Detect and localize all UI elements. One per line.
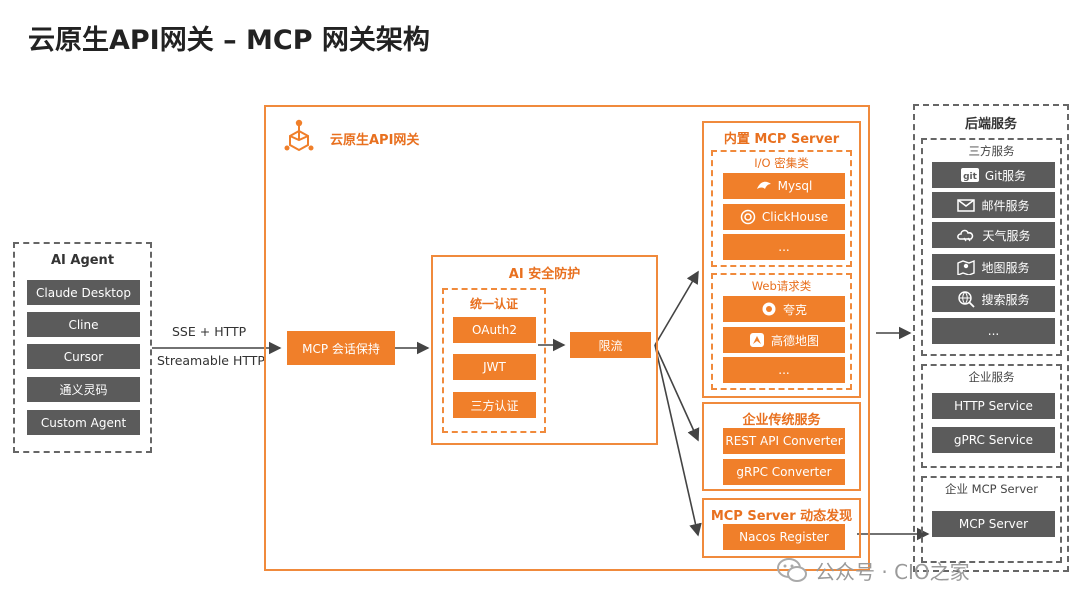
- web-item-more: ...: [723, 357, 845, 383]
- map-icon: [957, 259, 976, 275]
- backend-weather-service-label: 天气服务: [982, 228, 1031, 243]
- backend-weather-service: 天气服务: [932, 222, 1055, 248]
- enterprise-services-panel: 企业服务: [921, 364, 1062, 468]
- quark-icon: [761, 301, 777, 317]
- mysql-dolphin-icon: [756, 179, 772, 193]
- enterprise-services-title: 企业服务: [968, 370, 1015, 384]
- backend-map-service: 地图服务: [932, 254, 1055, 280]
- rest-api-converter: REST API Converter: [723, 428, 845, 454]
- backend-map-service-label: 地图服务: [981, 260, 1030, 275]
- backend-mail-service: 邮件服务: [932, 192, 1055, 218]
- unified-auth-title: 统一认证: [469, 297, 518, 311]
- cloud-native-gateway-panel: [264, 105, 870, 571]
- route-builtin-arrow: [654, 270, 699, 346]
- amap-icon: [749, 332, 765, 348]
- web-item-quark: 夸克: [723, 296, 845, 322]
- backend-http-service: HTTP Service: [932, 393, 1055, 419]
- io-item-mysql-label: Mysql: [777, 179, 813, 193]
- io-intensive-title: I/O 密集类: [754, 156, 809, 170]
- ai-agent-title: AI Agent: [50, 253, 115, 268]
- gateway-title: 云原生API网关: [330, 133, 420, 148]
- enterprise-traditional-panel: 企业传统服务: [702, 402, 861, 491]
- rate-limit: 限流: [570, 332, 651, 358]
- io-item-mysql: Mysql: [723, 173, 845, 199]
- third-party-services-title: 三方服务: [968, 144, 1015, 158]
- io-item-clickhouse: ClickHouse: [723, 204, 845, 230]
- backend-git-service: git Git服务: [932, 162, 1055, 188]
- agent-tongyi-lingma: 通义灵码: [27, 377, 140, 402]
- enterprise-mcp-server-title: 企业 MCP Server: [945, 482, 1038, 496]
- mail-icon: [957, 198, 976, 212]
- nacos-register: Nacos Register: [723, 524, 845, 550]
- backend-services-panel: 后端服务: [913, 104, 1069, 572]
- backend-third-party-more: ...: [932, 318, 1055, 344]
- auth-jwt: JWT: [453, 354, 536, 380]
- unified-auth-panel: 统一认证: [442, 288, 546, 433]
- web-request-title: Web请求类: [751, 279, 812, 293]
- web-item-amap-label: 高德地图: [770, 333, 819, 348]
- agent-cursor: Cursor: [27, 344, 140, 369]
- protocol-label-sse: SSE + HTTP: [172, 324, 247, 339]
- web-request-panel: Web请求类: [711, 273, 852, 390]
- auth-oauth2: OAuth2: [453, 317, 536, 343]
- io-item-more: ...: [723, 234, 845, 260]
- watermark: 公众号 · CIO之家: [777, 553, 1067, 587]
- route-discovery-arrow: [654, 344, 702, 537]
- weather-icon: [956, 227, 976, 243]
- agent-custom-agent: Custom Agent: [27, 410, 140, 435]
- backend-git-service-label: Git服务: [984, 168, 1027, 183]
- backend-search-service: 搜索服务: [932, 286, 1055, 312]
- backend-gprc-service: gPRC Service: [932, 427, 1055, 453]
- builtin-mcp-server-title: 内置 MCP Server: [723, 132, 840, 147]
- auth-third-party: 三方认证: [453, 392, 536, 418]
- agent-cline: Cline: [27, 312, 140, 337]
- web-item-amap: 高德地图: [723, 327, 845, 353]
- gateway-logo-icon: [284, 118, 314, 152]
- mcp-discovery-panel: MCP Server 动态发现: [702, 498, 861, 558]
- clickhouse-icon: [740, 209, 756, 225]
- third-party-services-panel: 三方服务: [921, 138, 1062, 356]
- ai-security-panel: AI 安全防护: [431, 255, 658, 445]
- io-item-clickhouse-label: ClickHouse: [761, 210, 829, 224]
- mcp-session-keepalive: MCP 会话保持: [287, 331, 395, 365]
- route-enterprise-arrow: [654, 344, 700, 442]
- ai-security-title: AI 安全防护: [508, 267, 581, 282]
- io-intensive-panel: I/O 密集类: [711, 150, 852, 267]
- wechat-icon: [777, 557, 807, 583]
- grpc-converter: gRPC Converter: [723, 459, 845, 485]
- backend-mail-service-label: 邮件服务: [981, 198, 1030, 213]
- backend-mcp-server: MCP Server: [932, 511, 1055, 537]
- enterprise-mcp-server-panel: 企业 MCP Server: [921, 476, 1062, 563]
- builtin-mcp-server-panel: 内置 MCP Server: [702, 121, 861, 398]
- web-item-quark-label: 夸克: [782, 302, 807, 317]
- backend-services-title: 后端服务: [964, 117, 1017, 132]
- git-icon: git: [960, 168, 979, 182]
- agent-claude-desktop: Claude Desktop: [27, 280, 140, 305]
- enterprise-traditional-title: 企业传统服务: [742, 413, 821, 428]
- protocol-label-streamable: Streamable HTTP: [157, 353, 265, 368]
- search-globe-icon: [957, 290, 976, 308]
- backend-search-service-label: 搜索服务: [981, 292, 1030, 307]
- mcp-discovery-title: MCP Server 动态发现: [710, 509, 853, 524]
- svg-text:git: git: [963, 172, 978, 182]
- page-title: 云原生API网关 – MCP 网关架构: [28, 25, 430, 56]
- watermark-text: 公众号 · CIO之家: [815, 559, 970, 584]
- ai-agent-panel: AI Agent: [13, 242, 152, 453]
